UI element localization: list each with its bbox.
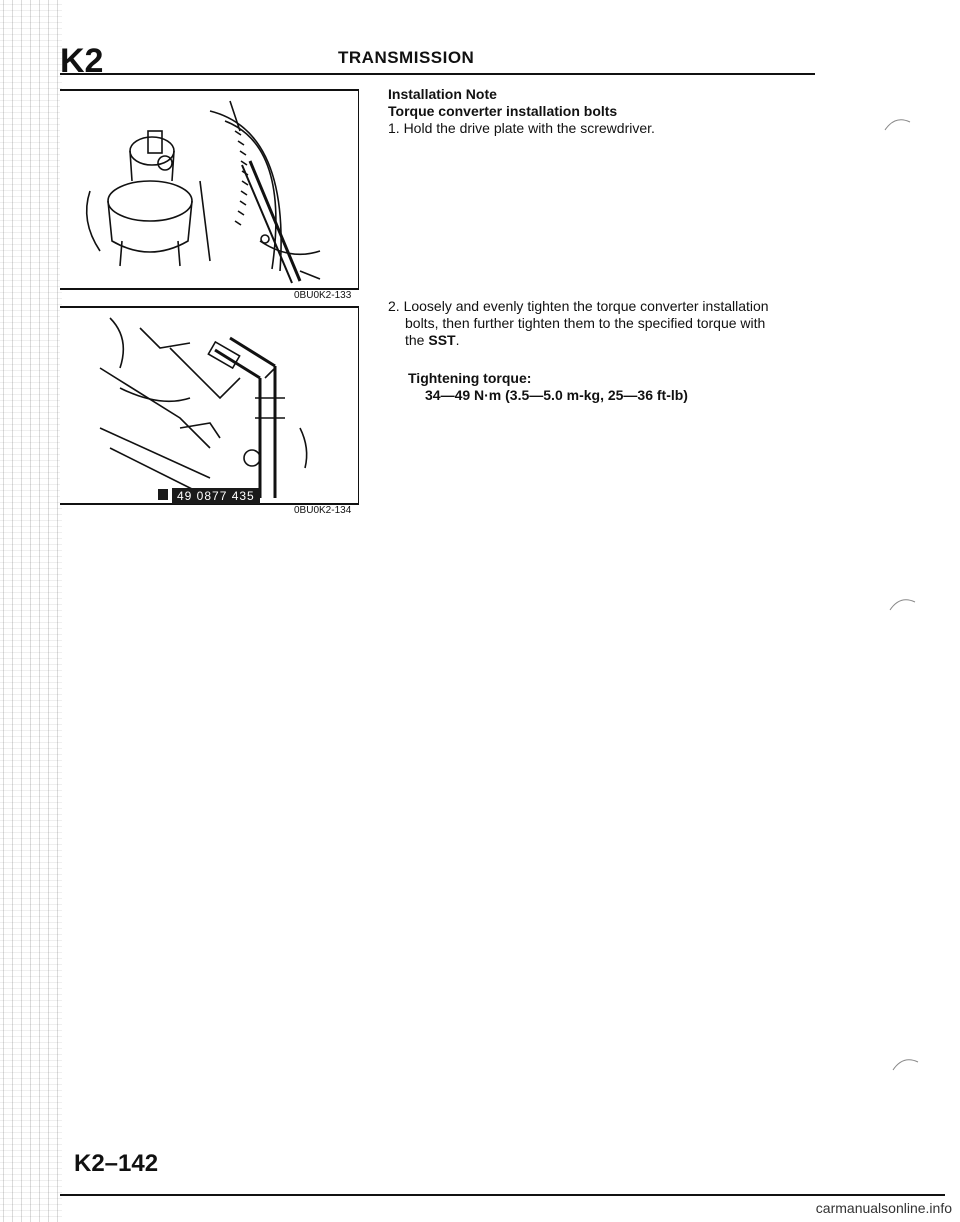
figure-code: 0BU0K2-133 <box>294 290 352 301</box>
torque-value: 34—49 N·m (3.5—5.0 m-kg, 25—36 ft-lb) <box>425 387 688 403</box>
installation-note-block: Installation Note Torque converter insta… <box>388 86 828 137</box>
figure-drive-plate-screwdriver <box>60 89 359 290</box>
step-2-line-3-prefix: the <box>405 332 429 348</box>
sst-abbreviation: SST <box>428 332 456 348</box>
step-2-line-2: bolts, then further tighten them to the … <box>405 315 766 331</box>
step-2-line-3: the SST. <box>388 332 828 349</box>
step-2-line-1: 2. Loosely and evenly tighten the torque… <box>388 298 769 314</box>
watermark: carmanualsonline.info <box>815 1200 952 1216</box>
torque-label: Tightening torque: <box>408 370 532 386</box>
sst-tightening-illustration <box>99 317 308 498</box>
page-number: K2–142 <box>74 1150 159 1177</box>
binding-edge-scan <box>0 0 62 1222</box>
heading: Installation Note <box>388 86 497 102</box>
sst-tool-label: 49 0877 435 <box>172 488 260 504</box>
section-title: TRANSMISSION <box>338 48 475 67</box>
torque-spec: Tightening torque: 34—49 N·m (3.5—5.0 m-… <box>408 370 848 404</box>
scan-mark <box>884 119 911 131</box>
figure-code: 0BU0K2-134 <box>294 505 352 516</box>
sst-marker <box>158 489 168 500</box>
header-rule <box>60 73 815 75</box>
drive-plate-illustration <box>85 100 321 284</box>
subheading: Torque converter installation bolts <box>388 103 618 119</box>
step-2-block: 2. Loosely and evenly tighten the torque… <box>388 298 828 349</box>
step-1: 1. Hold the drive plate with the screwdr… <box>388 120 655 136</box>
step-2-line-3-suffix: . <box>455 332 460 348</box>
section-code: K2 <box>60 42 104 80</box>
scan-mark <box>892 1059 919 1071</box>
footer-rule <box>60 1194 945 1196</box>
figure-sst-tightening: 49 0877 435 <box>60 306 359 505</box>
scan-mark <box>889 599 916 611</box>
